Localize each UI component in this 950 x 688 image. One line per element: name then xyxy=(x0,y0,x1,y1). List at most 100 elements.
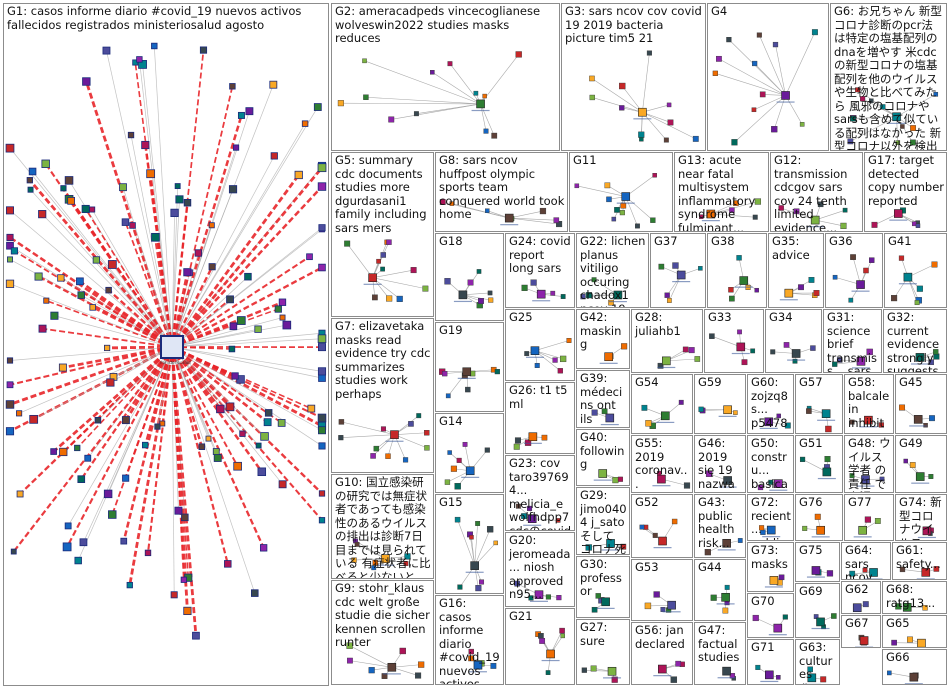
group-panel-g70: G70 xyxy=(747,593,794,638)
cluster-hub-caption xyxy=(466,572,484,573)
g1-node xyxy=(270,81,277,88)
group-label-g14: G14 xyxy=(439,415,501,429)
cluster-node xyxy=(575,184,579,188)
cluster-node xyxy=(689,347,695,353)
cluster-node xyxy=(679,400,683,404)
cluster-edge xyxy=(775,45,785,96)
cluster-node xyxy=(779,575,784,580)
group-panel-g8: G8: sars ncov huffpost olympic sports te… xyxy=(435,152,568,232)
group-label-g70: G70 xyxy=(751,595,791,609)
cluster-node xyxy=(612,217,616,221)
cluster-node xyxy=(485,448,490,453)
cluster-hub-caption xyxy=(735,287,753,288)
cluster-edge xyxy=(786,32,815,95)
g1-edge xyxy=(78,347,172,561)
g1-node xyxy=(184,269,191,276)
cluster-node xyxy=(371,453,376,458)
group-label-g21: G21 xyxy=(509,610,572,624)
group-panel-g24: G24: covid report long sars xyxy=(505,233,575,308)
cluster-hub-caption xyxy=(760,681,778,682)
group-panel-g34: G34 xyxy=(765,309,822,373)
group-panel-g74: G74: 新型コロナウイルス... xyxy=(895,494,947,541)
cluster-hub-caption xyxy=(898,613,916,614)
cluster-node xyxy=(347,658,352,663)
group-network-g1: ministeriosalud xyxy=(4,4,329,686)
group-panel-g52: G52 xyxy=(631,494,693,558)
group-panel-g55: G55: 2019 coronav... xyxy=(631,435,693,493)
cluster-hub-node xyxy=(463,368,471,376)
g1-edge xyxy=(83,347,172,542)
cluster-node xyxy=(553,358,558,363)
group-label-g73: G73: masks xyxy=(751,544,791,571)
cluster-node xyxy=(457,458,462,463)
cluster-node xyxy=(546,670,550,674)
cluster-node xyxy=(699,407,704,412)
group-panel-g56: G56: jan declared xyxy=(631,622,693,685)
cluster-node xyxy=(618,477,623,482)
cluster-hub-node xyxy=(537,290,545,298)
g1-node xyxy=(121,538,127,544)
group-label-g8: G8: sars ncov huffpost olympic sports te… xyxy=(439,154,565,222)
group-label-g3: G3: sars ncov cov covid 19 2019 bacteria… xyxy=(565,5,703,46)
g1-node xyxy=(95,417,101,423)
group-panel-g62: G62 xyxy=(841,581,881,614)
cluster-edge xyxy=(365,61,481,104)
group-label-g12: G12: transmission cdcgov sars cov 24 ten… xyxy=(774,154,860,232)
cluster-node xyxy=(474,91,478,95)
g1-node xyxy=(319,517,324,522)
cluster-node xyxy=(514,444,520,450)
cluster-node xyxy=(363,95,368,100)
g1-node xyxy=(44,298,49,303)
g1-node xyxy=(217,405,225,413)
cluster-node xyxy=(752,61,757,66)
g1-node xyxy=(65,177,73,185)
g1-node xyxy=(319,225,325,231)
cluster-edge xyxy=(373,270,414,278)
g1-node xyxy=(29,168,36,175)
group-panel-g46: G46: 2019 się 19 nazwa xyxy=(694,435,746,493)
g1-node xyxy=(181,577,186,582)
cluster-edge xyxy=(626,197,638,226)
group-panel-g72: G72: recient... publica... xyxy=(747,494,794,541)
g1-node xyxy=(256,443,261,448)
cluster-hub-node xyxy=(471,562,479,570)
group-panel-g18: G18 xyxy=(435,233,504,321)
g1-node xyxy=(27,177,32,182)
g1-node xyxy=(35,273,42,280)
cluster-node xyxy=(488,298,493,303)
cluster-node xyxy=(620,210,625,215)
cluster-node xyxy=(561,294,565,298)
group-panel-g69: G69 xyxy=(795,583,840,638)
cluster-node xyxy=(825,426,831,432)
cluster-node xyxy=(887,671,891,675)
cluster-node xyxy=(827,570,833,576)
g1-node xyxy=(63,543,71,551)
g1-node xyxy=(151,233,159,241)
g1-node xyxy=(245,273,252,280)
cluster-hub-node xyxy=(529,433,537,441)
cluster-node xyxy=(802,526,807,531)
cluster-node xyxy=(653,173,657,177)
group-panel-g45: G45 xyxy=(895,374,947,434)
g1-node xyxy=(107,379,114,386)
group-panel-g10: G10: 国立感染研の研究では無症状者であっても感染性のあるウイルスの排出は診断… xyxy=(331,474,434,579)
g1-edge xyxy=(172,107,318,347)
cluster-node xyxy=(723,608,728,613)
g1-node xyxy=(90,305,96,311)
g1-node xyxy=(319,264,326,271)
cluster-node xyxy=(929,415,934,420)
cluster-node xyxy=(515,438,521,444)
g1-edge xyxy=(10,347,172,361)
group-label-g37: G37 xyxy=(654,235,703,249)
group-panel-g14: G14 xyxy=(435,413,504,493)
g1-node xyxy=(7,257,12,262)
cluster-hub-node xyxy=(904,273,912,281)
g1-node xyxy=(108,511,116,519)
cluster-node xyxy=(389,117,395,123)
group-panel-g4: G4 xyxy=(707,3,829,151)
cluster-hub-caption xyxy=(817,420,835,421)
g1-edge xyxy=(71,201,172,347)
cluster-node xyxy=(448,451,452,455)
g1-node xyxy=(271,153,277,159)
group-label-g67: G67 xyxy=(845,617,878,631)
